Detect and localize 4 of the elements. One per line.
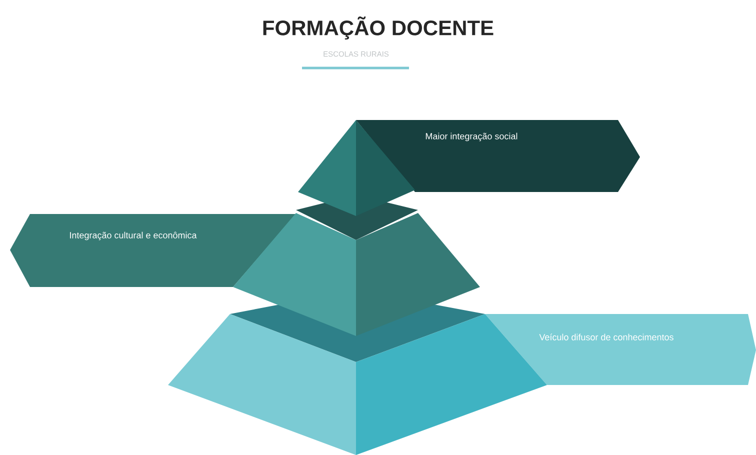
title: FORMAÇÃO DOCENTE: [263, 16, 494, 40]
banner: Veículo difusor de conhecimentos: [485, 314, 756, 385]
banner: Integração cultural e econômica: [10, 214, 296, 287]
banner: Maior integração social: [356, 120, 640, 192]
